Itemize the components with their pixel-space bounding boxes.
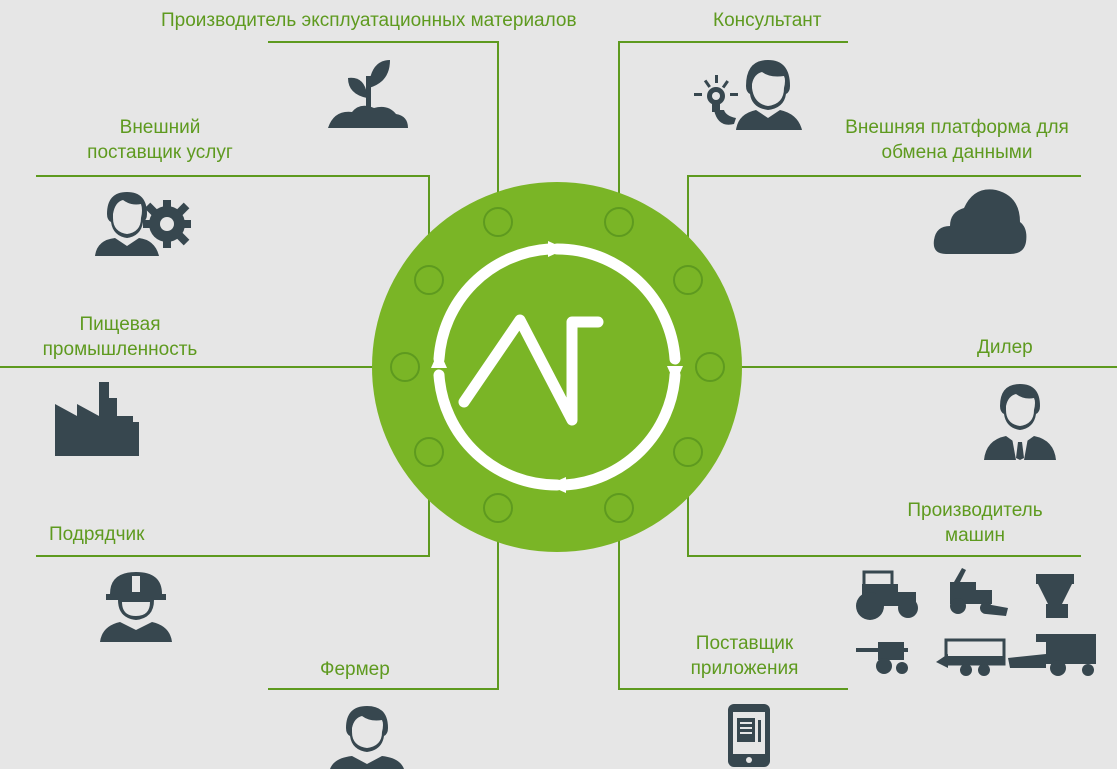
label-food-industry-line1: Пищевая [79, 314, 161, 335]
label-producer-materials: Производитель эксплуатационных материало… [161, 10, 577, 31]
connector-consultant [618, 41, 848, 222]
label-machine-producer-line1: Производитель [907, 500, 1043, 521]
connector-app-provider [618, 508, 848, 690]
combine-harvester-icon [1008, 634, 1096, 676]
label-external-platform-line1: Внешняя платформа для [845, 117, 1069, 138]
label-external-platform-line2: обмена данными [881, 142, 1033, 163]
factory-icon [55, 382, 139, 456]
label-app-provider-line2: приложения [690, 658, 799, 679]
label-food-industry-line2: промышленность [42, 339, 198, 360]
node-circle-consultant [604, 207, 634, 237]
central-hub [372, 182, 742, 552]
tablet-app-icon [728, 704, 770, 767]
label-dealer: Дилер [977, 337, 1033, 358]
label-app-provider: Поставщик приложения [672, 631, 817, 681]
connector-lines [0, 41, 1117, 690]
label-consultant: Консультант [713, 10, 822, 31]
forage-harvester-icon [950, 568, 1008, 616]
seedling-icon [328, 60, 408, 128]
label-external-service: Внешний поставщик услуг [60, 115, 260, 165]
seed-drill-icon [1036, 574, 1074, 618]
farm-machinery-icon [856, 568, 1096, 676]
logo-arrowheads [431, 241, 683, 493]
cloud-icon [933, 189, 1027, 254]
node-circle-machine-producer [673, 437, 703, 467]
sprayer-icon [856, 642, 908, 674]
node-circle-contractor [414, 437, 444, 467]
hardhat-worker-icon [100, 572, 172, 642]
tractor-icon [856, 570, 918, 620]
node-circle-app-provider [604, 493, 634, 523]
label-external-service-line2: поставщик услуг [87, 142, 233, 163]
node-circle-dealer [695, 352, 725, 382]
label-contractor: Подрядчик [49, 524, 145, 545]
farmer-icon [330, 706, 404, 769]
connector-farmer [268, 508, 499, 690]
label-machine-producer-line2: машин [945, 525, 1005, 546]
person-gear-icon [95, 192, 191, 256]
businessman-icon [984, 384, 1056, 460]
label-app-provider-line1: Поставщик [695, 633, 794, 654]
node-circle-food-industry [390, 352, 420, 382]
node-circle-farmer [483, 493, 513, 523]
label-food-industry: Пищевая промышленность [20, 312, 220, 362]
label-external-platform: Внешняя платформа для обмена данными [832, 115, 1082, 165]
node-circles [390, 207, 725, 523]
connector-producer-materials [268, 41, 499, 222]
label-machine-producer: Производитель машин [885, 498, 1065, 548]
consultant-idea-icon [694, 60, 802, 130]
ar-cycle-logo-icon [433, 243, 681, 491]
label-farmer: Фермер [320, 659, 390, 680]
node-circle-external-service [414, 265, 444, 295]
forage-wagon-icon [936, 638, 1006, 676]
label-external-service-line1: Внешний [119, 117, 201, 138]
node-circle-producer-materials [483, 207, 513, 237]
node-circle-external-platform [673, 265, 703, 295]
